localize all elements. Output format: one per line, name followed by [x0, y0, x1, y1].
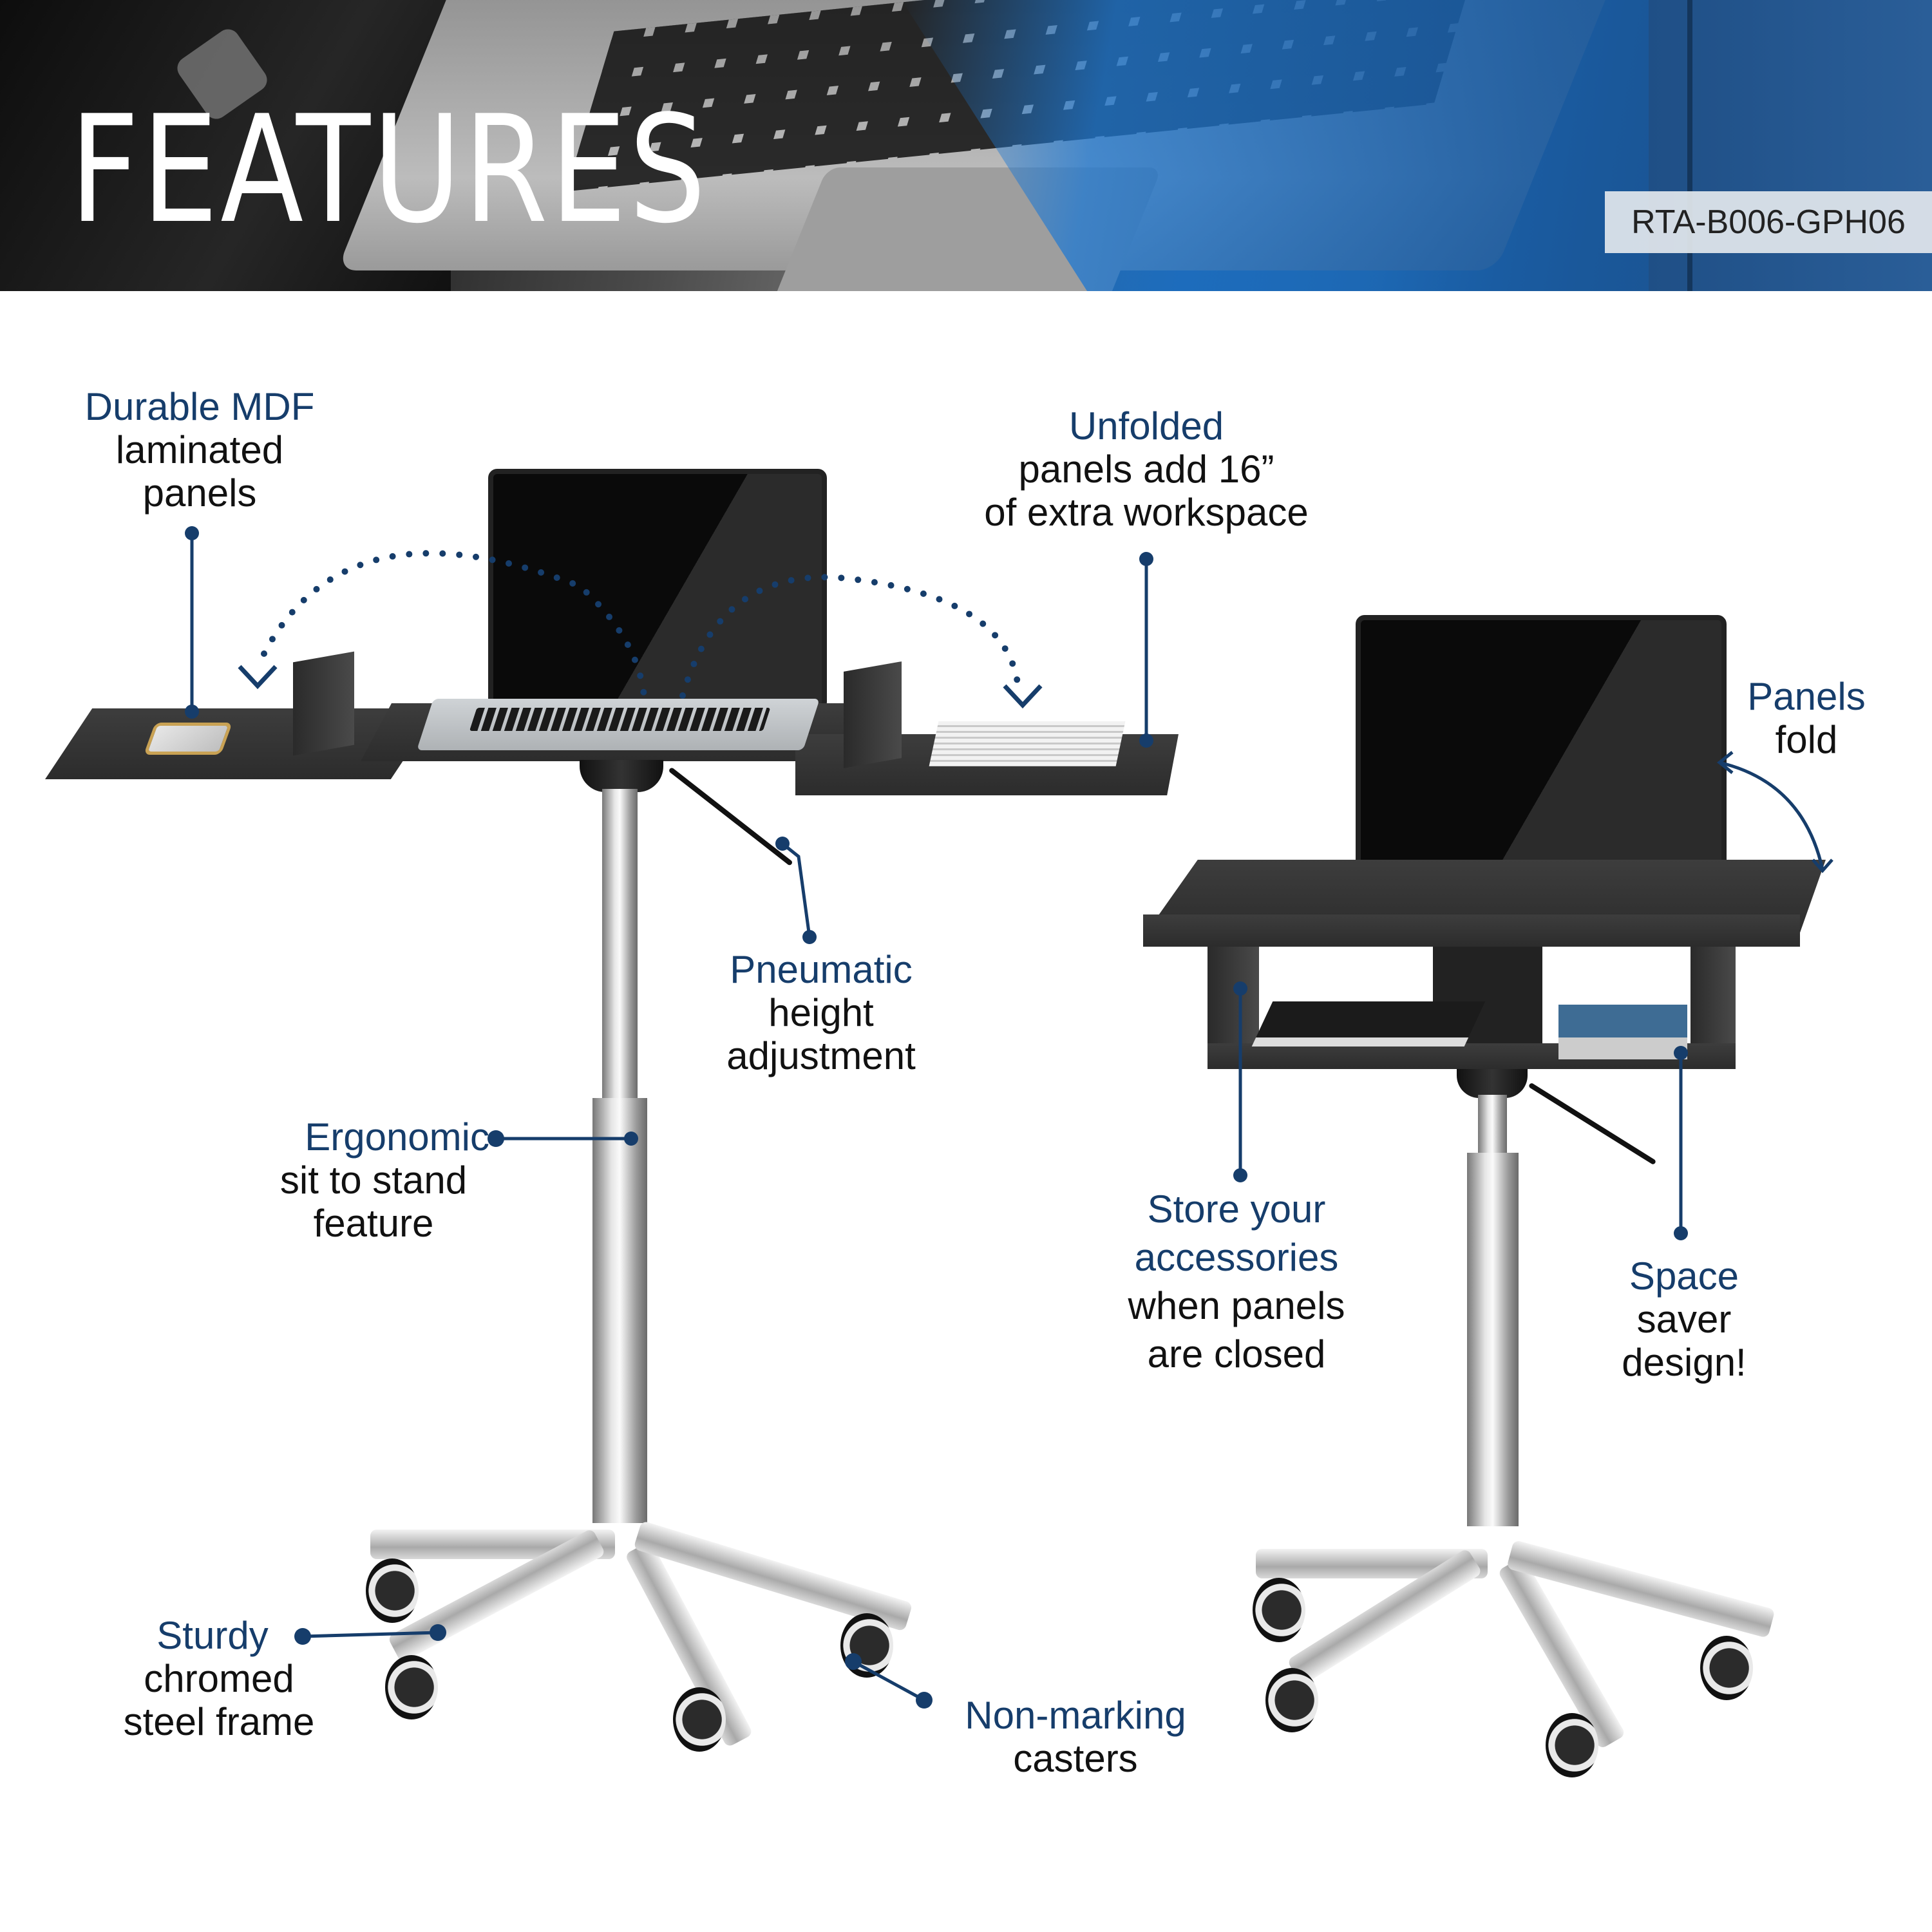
callout-highlight: Unfolded [1068, 404, 1224, 448]
callout-text: chromed [144, 1657, 294, 1700]
keyboard-keys [469, 708, 771, 732]
pole-collar [1457, 1069, 1528, 1098]
sku-badge: RTA-B006-GPH06 [1605, 191, 1932, 253]
callout-highlight: Store your [1147, 1188, 1326, 1231]
book-with-glasses-image [1251, 1001, 1486, 1046]
caster-wheel [385, 1655, 438, 1719]
callout-highlight-2: accessories [1134, 1236, 1339, 1279]
callout-pneumatic: Pneumatic height adjustment [699, 948, 943, 1077]
pole-collar [580, 760, 663, 792]
caster-wheel [1265, 1668, 1318, 1732]
pneumatic-lever [1528, 1082, 1657, 1166]
callout-text: panels [142, 471, 257, 515]
lower-pole [1467, 1153, 1519, 1526]
laptop-screen-image [1356, 615, 1727, 883]
callout-text: feature [313, 1202, 434, 1245]
callout-highlight: Panels [1747, 675, 1866, 718]
lower-pole [592, 1098, 647, 1523]
callout-space: Space saver design! [1591, 1255, 1777, 1384]
case-seam [1687, 0, 1692, 291]
callout-unfolded: Unfolded panels add 16” of extra workspa… [947, 404, 1346, 534]
callout-text: design! [1622, 1341, 1747, 1384]
notebook-image [929, 721, 1126, 766]
callout-ergonomic: Ergonomic sit to stand feature [258, 1115, 489, 1245]
callout-text: fold [1775, 718, 1838, 761]
callout-fold: Panels fold [1700, 675, 1913, 761]
callout-text: adjustment [726, 1034, 916, 1077]
page-title: FEATURES [70, 84, 708, 256]
callout-highlight: Space [1629, 1255, 1739, 1298]
callout-text: sit to stand [279, 1159, 468, 1202]
callout-text: height [768, 991, 874, 1034]
caster-wheel [1546, 1713, 1598, 1777]
callout-mdf: Durable MDF laminated panels [64, 385, 335, 515]
caster-wheel [1253, 1578, 1305, 1642]
header-banner: FEATURES RTA-B006-GPH06 [0, 0, 1932, 291]
callout-highlight: Pneumatic [730, 948, 913, 991]
callout-text: saver [1636, 1298, 1732, 1341]
callout-store: Store your accessories when panels are c… [1101, 1185, 1372, 1378]
callout-text: casters [1013, 1737, 1138, 1780]
pneumatic-lever [668, 766, 793, 866]
upper-pole [602, 789, 638, 1098]
callout-text: laminated [115, 428, 284, 471]
callout-text: panels add 16” [1018, 448, 1274, 491]
laptop-keyboard-image [417, 699, 820, 750]
phone-image [143, 723, 233, 755]
caster-wheel [840, 1613, 893, 1678]
callout-casters: Non-marking casters [940, 1694, 1211, 1780]
folded-upright-right [844, 661, 902, 768]
fold-arc [1719, 761, 1824, 870]
callout-highlight: Durable MDF [84, 385, 315, 428]
caster-wheel [673, 1687, 726, 1752]
caster-wheel [366, 1558, 419, 1623]
dotted-arrowhead-left [238, 665, 278, 690]
callout-text: of extra workspace [984, 491, 1309, 534]
upper-pole [1478, 1095, 1507, 1159]
callout-text: when panels [1128, 1284, 1345, 1327]
book-image [1558, 1005, 1687, 1059]
folded-front-edge [1143, 914, 1800, 947]
callout-highlight: Sturdy [156, 1614, 269, 1657]
callout-sturdy: Sturdy chromed steel frame [97, 1614, 341, 1743]
dotted-arrowhead-right [1003, 684, 1043, 709]
caster-wheel [1700, 1636, 1753, 1700]
callout-highlight: Ergonomic [305, 1115, 489, 1159]
callout-text: steel frame [123, 1700, 315, 1743]
callout-highlight: Non-marking [965, 1694, 1186, 1737]
callout-text: are closed [1147, 1332, 1326, 1376]
folded-upright-left [293, 651, 354, 756]
laptop-screen-image [488, 469, 827, 711]
